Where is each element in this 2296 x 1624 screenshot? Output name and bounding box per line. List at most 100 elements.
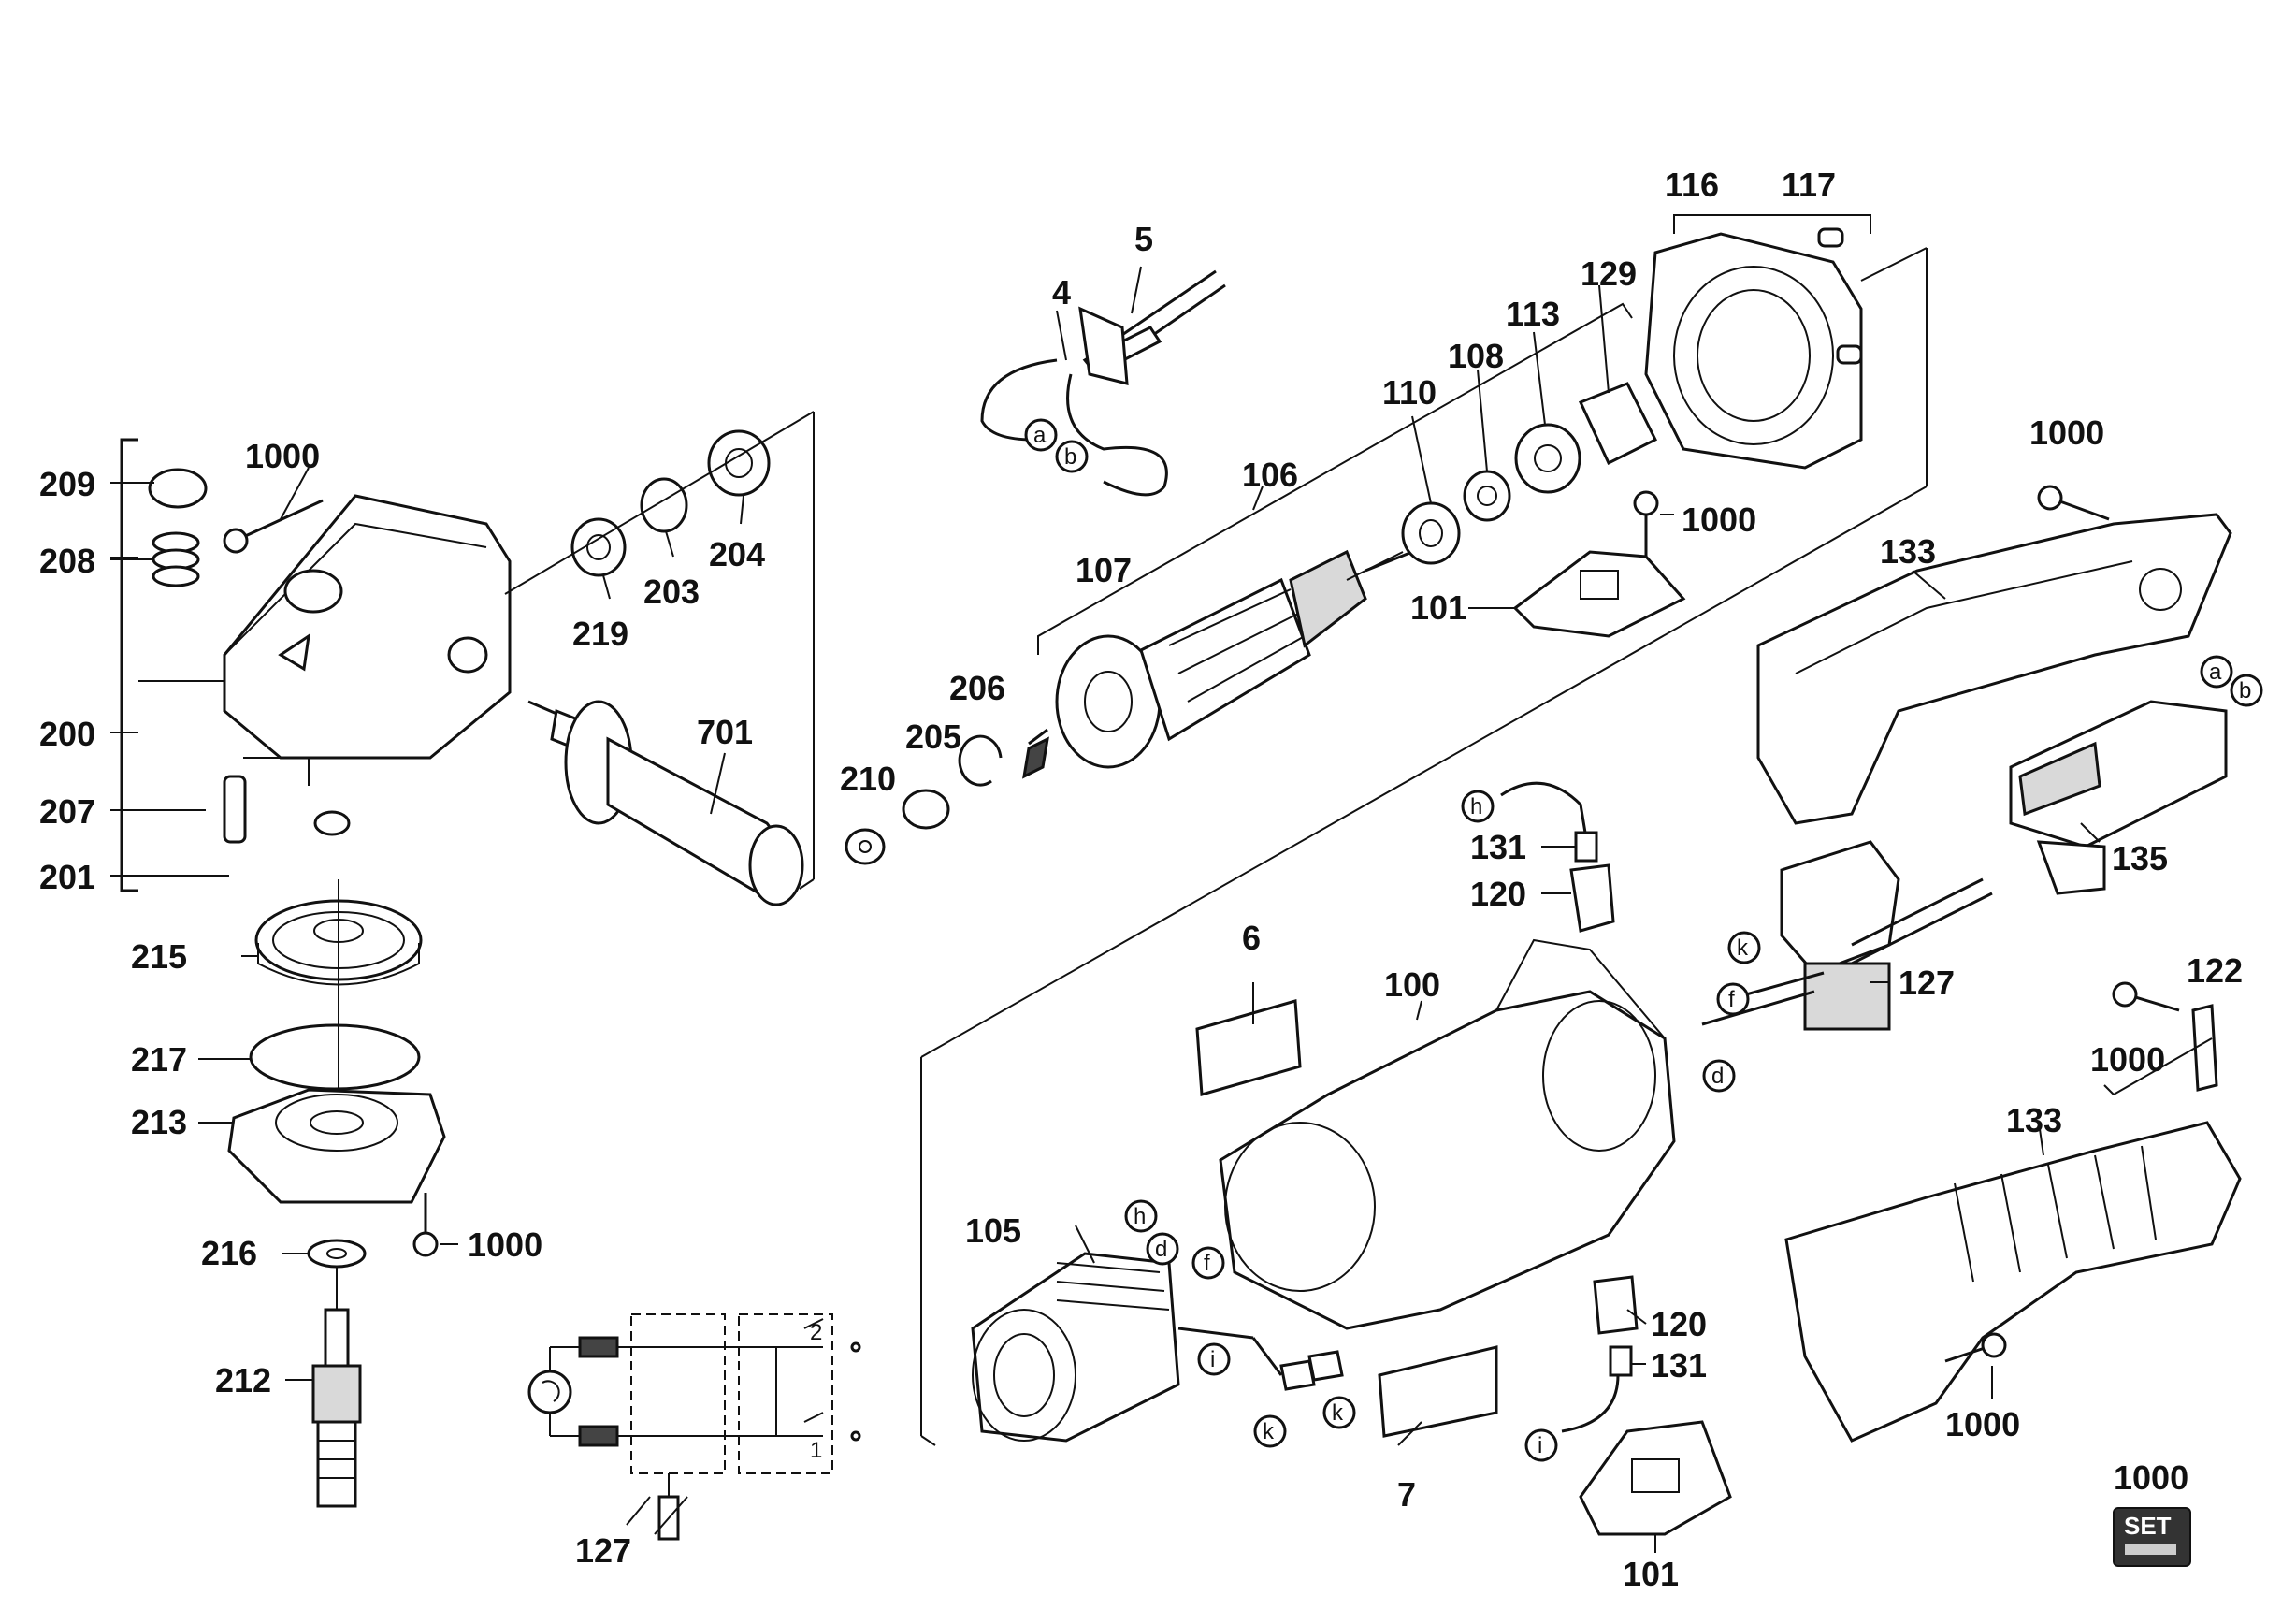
- spring-208: [152, 531, 200, 587]
- label-116: 116: [1665, 166, 1719, 204]
- o-ring-217: [249, 1023, 421, 1091]
- module-127: [1701, 840, 1993, 1031]
- connector-d-module: d: [1702, 1059, 1736, 1093]
- label-213: 213: [131, 1103, 187, 1141]
- schematic-terminal-1: 1: [810, 1438, 822, 1463]
- screw-1000-e: [2112, 981, 2180, 1012]
- field-105: [971, 1252, 1344, 1443]
- label-1000-f: 1000: [1945, 1405, 2020, 1443]
- brush-cover-101-b: [1579, 1420, 1732, 1536]
- label-204: 204: [709, 535, 765, 573]
- plug-120-b: [1593, 1275, 1639, 1335]
- label-206: 206: [949, 669, 1005, 707]
- connector-i-field: i: [1197, 1342, 1231, 1376]
- connector-b-right: b: [2230, 674, 2263, 707]
- svg-text:b: b: [2239, 678, 2251, 703]
- screw-1000-f: [1944, 1332, 2007, 1363]
- label-4: 4: [1052, 273, 1071, 312]
- label-122: 122: [2187, 951, 2243, 990]
- brush-cover-101-a: [1512, 550, 1686, 638]
- connector-letters: a b a b h k f d h d f i k k i: [1024, 418, 2263, 1462]
- switch-135: [2009, 700, 2228, 895]
- cable-group: [980, 266, 1226, 497]
- flange-213: [227, 1088, 446, 1204]
- set-badge-text: SET: [2124, 1512, 2172, 1540]
- connector-d-field: d: [1146, 1232, 1179, 1266]
- terminal-131-b: [1609, 1345, 1633, 1377]
- plug-120-a: [1569, 863, 1615, 933]
- connector-a-top: a: [1024, 418, 1058, 452]
- screw-1000-a: [223, 499, 324, 554]
- label-107: 107: [1076, 551, 1132, 589]
- set-badge: SET: [2113, 1507, 2191, 1567]
- label-101-a: 101: [1410, 588, 1466, 627]
- label-1000-set: 1000: [2114, 1458, 2188, 1497]
- label-215: 215: [131, 937, 187, 976]
- label-1000-c: 1000: [1682, 500, 1756, 539]
- label-200: 200: [39, 715, 95, 753]
- screw-1000-b: [412, 1193, 439, 1257]
- handle-half-133-a: [1756, 513, 2232, 825]
- pin-207: [223, 775, 247, 844]
- wiring-schematic: [527, 1313, 861, 1541]
- connector-f-field: f: [1191, 1246, 1225, 1280]
- label-212: 212: [215, 1361, 271, 1399]
- connector-i-lower: i: [1524, 1428, 1558, 1462]
- part-number-labels: 209 1000 208 200 207 201 219 203 204 701…: [39, 166, 2243, 1593]
- svg-text:a: a: [2209, 660, 2222, 685]
- label-216: 216: [201, 1234, 257, 1272]
- label-106: 106: [1242, 456, 1298, 494]
- handle-group: [1500, 485, 2242, 1536]
- connector-h-top: h: [1461, 790, 1495, 823]
- ring-203: [640, 477, 688, 533]
- svg-text:f: f: [1204, 1251, 1210, 1276]
- svg-text:f: f: [1728, 987, 1735, 1012]
- cable-clamp-4: [1078, 306, 1129, 385]
- svg-text:h: h: [1134, 1204, 1146, 1229]
- armature-group: [845, 214, 1928, 1446]
- label-210: 210: [840, 760, 896, 798]
- label-120-b: 120: [1651, 1305, 1707, 1343]
- svg-text:i: i: [1210, 1347, 1215, 1372]
- label-5: 5: [1134, 220, 1153, 258]
- svg-text:k: k: [1332, 1400, 1344, 1426]
- label-120-a: 120: [1470, 875, 1526, 913]
- connector-f-module: f: [1716, 982, 1750, 1016]
- label-131-a: 131: [1470, 828, 1526, 866]
- connector-k-field-2: k: [1322, 1396, 1356, 1429]
- bearing-108: [1463, 470, 1511, 522]
- bearing-219: [570, 517, 627, 577]
- svg-text:b: b: [1064, 444, 1076, 470]
- label-110: 110: [1382, 373, 1437, 412]
- label-1000-d: 1000: [2029, 413, 2104, 452]
- leader-lines: [110, 284, 2101, 1553]
- label-113: 113: [1506, 295, 1560, 333]
- label-209: 209: [39, 465, 95, 503]
- label-203: 203: [643, 573, 700, 611]
- svg-text:k: k: [1737, 935, 1749, 961]
- svg-text:i: i: [1538, 1433, 1542, 1458]
- label-127-b: 127: [575, 1531, 631, 1570]
- label-133-b: 133: [2006, 1101, 2062, 1139]
- washer-210: [845, 828, 886, 865]
- svg-text:h: h: [1470, 794, 1482, 819]
- screw-1000-c: [1633, 490, 1659, 561]
- bush-201: [313, 810, 351, 836]
- handle-half-133-b: [1784, 1121, 2242, 1443]
- motor-group: [527, 938, 1676, 1541]
- label-1000-a: 1000: [245, 437, 320, 475]
- connector-a-right: a: [2200, 655, 2233, 689]
- label-101-b: 101: [1623, 1555, 1679, 1593]
- label-201: 201: [39, 858, 95, 896]
- svg-text:k: k: [1263, 1419, 1275, 1444]
- connector-b-top: b: [1055, 440, 1089, 473]
- side-handle-701: [527, 700, 804, 906]
- label-127-a: 127: [1899, 964, 1955, 1002]
- end-shield-116: [1644, 227, 1863, 470]
- label-7: [1378, 1345, 1498, 1438]
- svg-text:d: d: [1155, 1237, 1167, 1262]
- bearing-110: [1401, 501, 1461, 565]
- label-100: 100: [1384, 965, 1440, 1004]
- sleeve-129: [1578, 382, 1658, 466]
